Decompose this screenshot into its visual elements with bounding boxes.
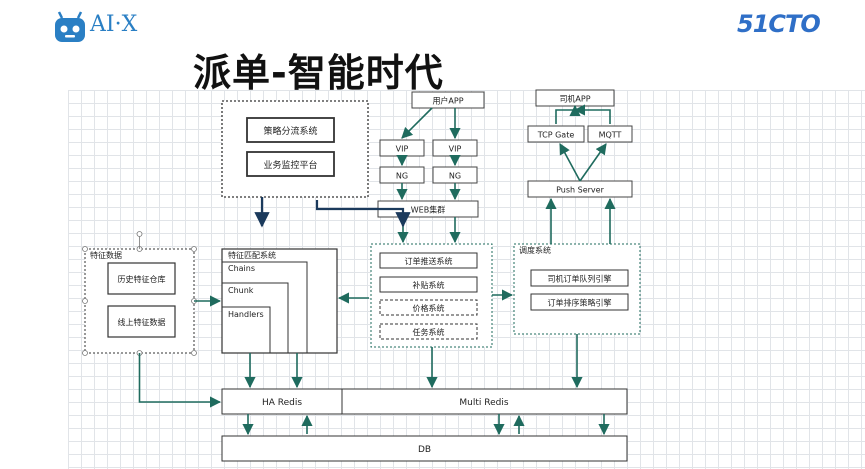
dispatch-label: 调度系统 [519,245,551,255]
strategy-group [221,100,369,198]
task-box [379,323,478,340]
order-sort-label: 订单排序策略引擎 [548,298,612,308]
history-feature-box [107,262,176,295]
db-box [221,435,628,462]
strategy-split-box [246,117,335,143]
order-push-label: 订单推送系统 [405,256,453,266]
order-push-box [379,252,478,269]
selection-handles [82,231,197,356]
chunk-frame [222,282,289,353]
db-label: DB [418,445,431,455]
chains-label: Chains [228,264,255,273]
vip-label-2: VIP [449,145,462,154]
price-box [379,299,478,316]
redis-layer [221,388,628,415]
biz-monitor-box [246,151,335,177]
feature-match-label: 特征匹配系统 [228,250,276,260]
vip-label-1: VIP [396,145,409,154]
history-feature-label: 历史特征仓库 [118,274,166,284]
task-label: 任务系统 [413,327,445,337]
multi-redis-label: Multi Redis [459,398,508,408]
feature-data-label: 特征数据 [90,250,122,260]
strategy-arrows [254,197,411,228]
biz-monitor-label: 业务监控平台 [263,159,317,171]
ng-label-2: NG [449,172,461,181]
tcp-gate-label: TCP Gate [537,131,575,140]
dispatch-group [513,243,641,335]
driver-queue-label: 司机订单队列引擎 [548,274,612,284]
chains-frame [222,261,308,353]
page-title: 派单-智能时代 [193,51,444,95]
online-feature-box [107,305,176,338]
push-server-label: Push Server [556,186,604,195]
connector-arrows [138,104,616,436]
handlers-frame [222,306,271,353]
mqtt-box [587,125,633,143]
tcp-gate-box [527,125,585,143]
aix-logo: AI·X [52,10,152,46]
aix-logo-text: AI·X [90,12,138,37]
chunk-label: Chunk [228,286,254,295]
driver-app-label: 司机APP [559,94,590,104]
mqtt-label: MQTT [599,131,622,140]
strategy-split-label: 策略分流系统 [263,125,317,137]
web-cluster-label: WEB集群 [411,205,445,215]
user-app-box [411,91,485,109]
handlers-label: Handlers [228,310,264,319]
ng-label-1: NG [396,172,408,181]
robot-icon [55,11,85,42]
online-feature-label: 线上特征数据 [118,317,166,327]
subsidy-box [379,276,478,293]
ha-redis-label: HA Redis [262,398,302,408]
driver-queue-box [530,269,629,287]
price-label: 价格系统 [413,303,445,313]
order-sort-box [530,293,629,311]
user-app-label: 用户APP [432,96,463,106]
feature-match-box [221,248,338,354]
subsidy-label: 补贴系统 [413,280,445,290]
brand-logo-51cto: 51CTO [737,10,821,38]
